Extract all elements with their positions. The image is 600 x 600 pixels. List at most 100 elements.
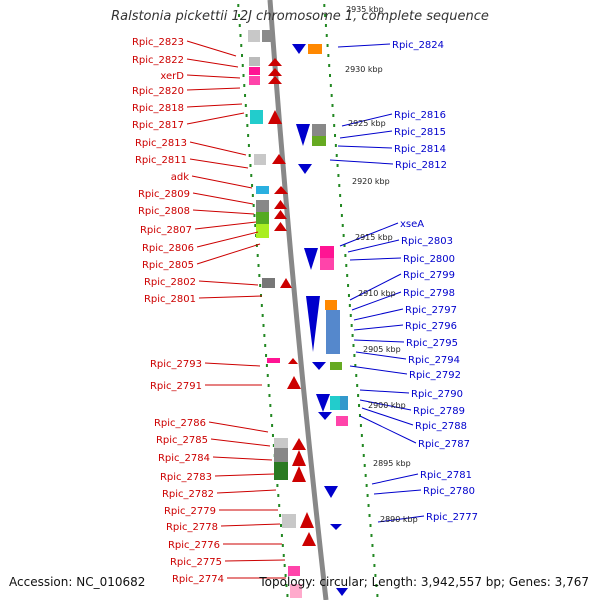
gene-label-reverse: Rpic_2799 <box>403 270 455 281</box>
gene-labels: Rpic_2823Rpic_2822xerDRpic_2820Rpic_2818… <box>132 37 478 585</box>
leader-line <box>349 365 408 375</box>
inner-tick-mark <box>362 454 365 457</box>
forward-gene-arrow <box>268 58 282 66</box>
gene-box <box>262 30 272 42</box>
outer-tick-mark <box>285 584 288 587</box>
outer-tick-mark <box>276 484 279 487</box>
inner-tick-mark <box>350 324 353 327</box>
gene-label-forward: Rpic_2793 <box>150 359 202 370</box>
inner-tick-mark <box>364 474 367 477</box>
scale-label: 2890 kbp <box>380 515 418 524</box>
outer-tick-mark <box>262 324 265 327</box>
leader-line <box>186 103 243 108</box>
scale-label: 2895 kbp <box>373 459 411 468</box>
accession-text: Accession: NC_010682 <box>9 575 146 589</box>
leader-line <box>204 362 261 367</box>
leader-line <box>359 389 410 394</box>
inner-tick-mark <box>334 134 337 137</box>
gene-label-reverse: Rpic_2794 <box>408 355 460 366</box>
reverse-gene-arrow <box>298 164 312 174</box>
reverse-gene-arrow <box>316 394 330 412</box>
gene-label-reverse: Rpic_2800 <box>403 254 455 265</box>
outer-tick-mark <box>248 154 251 157</box>
gene-label-forward: Rpic_2807 <box>140 225 192 236</box>
leader-line <box>339 222 399 247</box>
outer-tick-mark <box>244 94 247 97</box>
inner-tick-mark <box>372 554 375 557</box>
outer-tick-mark <box>265 354 268 357</box>
forward-gene-arrow <box>288 358 298 364</box>
inner-tick-mark <box>331 104 334 107</box>
gene-label-reverse: Rpic_2797 <box>405 305 457 316</box>
leader-line <box>359 399 412 411</box>
inner-tick-mark <box>347 294 350 297</box>
leader-line <box>351 291 402 311</box>
inner-tick-mark <box>345 264 348 267</box>
gene-box <box>250 110 263 124</box>
gene-box <box>254 154 266 165</box>
inner-tick-mark <box>332 114 335 117</box>
forward-gene-arrow <box>302 532 316 546</box>
scale-label: 2905 kbp <box>363 345 401 354</box>
leader-line <box>186 112 245 125</box>
gene-label-forward: Rpic_2813 <box>135 138 187 149</box>
outer-tick-mark <box>243 84 246 87</box>
outer-tick-mark <box>267 384 270 387</box>
leader-line <box>349 257 402 261</box>
gene-box <box>256 186 269 194</box>
gene-box <box>274 448 288 462</box>
gene-label-reverse: Rpic_2814 <box>394 144 446 155</box>
leader-line <box>186 58 239 68</box>
reverse-gene-arrow <box>318 412 332 420</box>
leader-line <box>224 559 286 562</box>
gene-label-forward: Rpic_2808 <box>138 206 190 217</box>
leader-line <box>353 324 404 331</box>
inner-tick-mark <box>346 274 349 277</box>
tick-marks <box>237 4 379 597</box>
inner-tick-mark <box>373 564 376 567</box>
gene-label-forward: xerD <box>160 71 184 82</box>
inner-tick-mark <box>365 484 368 487</box>
outer-tick-mark <box>261 314 264 317</box>
inner-tick-mark <box>347 284 350 287</box>
outer-tick-mark <box>271 434 274 437</box>
gene-label-reverse: Rpic_2777 <box>426 512 478 523</box>
inner-tick-mark <box>363 464 366 467</box>
inner-tick-mark <box>333 124 336 127</box>
leader-line <box>359 415 417 444</box>
gene-box <box>340 396 348 410</box>
gene-label-forward: Rpic_2785 <box>156 435 208 446</box>
outer-tick-mark <box>242 74 245 77</box>
inner-tick-mark <box>330 94 333 97</box>
gene-label-reverse: Rpic_2816 <box>394 110 446 121</box>
map-title: Ralstonia pickettii 12J chromosome 1, co… <box>111 9 489 24</box>
forward-gene-arrow <box>280 278 292 288</box>
inner-tick-mark <box>334 144 337 147</box>
inner-tick-mark <box>336 164 339 167</box>
inner-tick-mark <box>324 14 327 17</box>
inner-tick-mark <box>337 174 340 177</box>
inner-tick-mark <box>356 384 359 387</box>
inner-tick-mark <box>358 414 361 417</box>
gene-label-forward: Rpic_2801 <box>144 294 196 305</box>
outer-tick-mark <box>245 114 248 117</box>
gene-label-reverse: xseA <box>400 219 424 230</box>
gene-label-forward: Rpic_2775 <box>170 557 222 568</box>
scale-label: 2910 kbp <box>358 289 396 298</box>
leader-line <box>329 159 394 165</box>
inner-tick-mark <box>329 74 332 77</box>
reverse-gene-arrow <box>330 524 342 530</box>
forward-gene-arrow <box>292 438 306 450</box>
inner-tick-mark <box>323 4 326 7</box>
leader-line <box>377 515 425 523</box>
reverse-gene-arrow <box>336 588 348 596</box>
gene-box <box>256 224 269 238</box>
leader-line <box>353 339 405 343</box>
inner-tick-mark <box>375 584 378 587</box>
leader-line <box>341 113 393 127</box>
gene-label-forward: Rpic_2809 <box>138 189 190 200</box>
gene-label-forward: Rpic_2791 <box>150 381 202 392</box>
gene-box <box>336 416 348 426</box>
inner-tick-mark <box>370 534 373 537</box>
gene-box <box>274 462 288 480</box>
